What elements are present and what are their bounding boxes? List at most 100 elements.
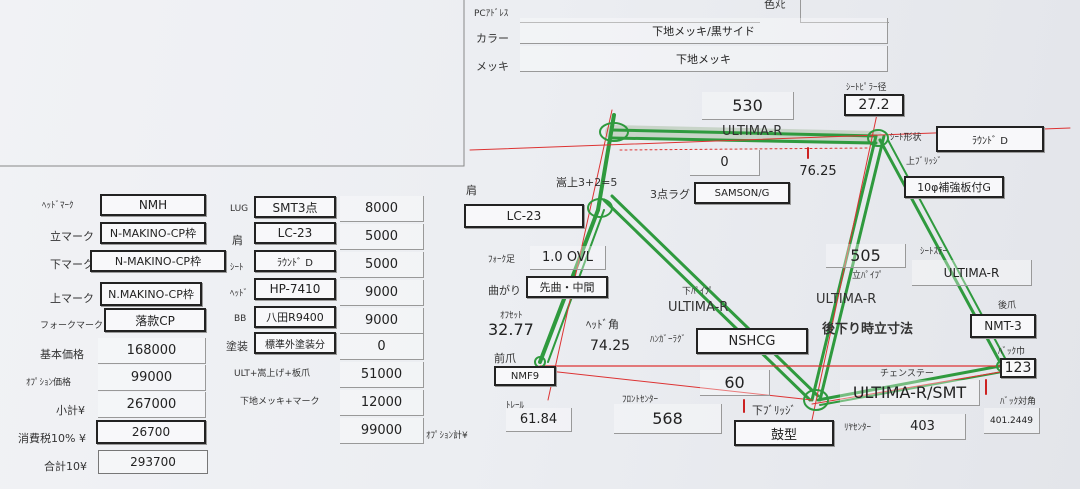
total-label: 小計¥ [56, 404, 85, 417]
part-label: 肩 [232, 234, 243, 247]
hanger-label: ﾊﾝｶﾞｰﾗｸﾞ [650, 335, 687, 345]
trail-value: 61.84 [506, 408, 572, 432]
shoulder-label: 肩 [466, 184, 477, 197]
mark-label: 上マーク [50, 292, 94, 305]
lug3-value[interactable]: SAMSON/G [694, 182, 790, 204]
part-price: 12000 [340, 390, 424, 416]
total-label: 合計10¥ [44, 460, 87, 473]
upper-bridge-value[interactable]: 10φ補強板付G [904, 176, 1004, 198]
mark-value[interactable]: N-MAKINO-CP枠 [100, 222, 206, 244]
option-total-label: ｵﾌﾟｼｮﾝ計¥ [426, 431, 468, 441]
fore-note: 後下り時立寸法 [822, 322, 914, 337]
color-label: カラー [476, 32, 509, 45]
bb-shell [803, 389, 829, 411]
seat-pillar-value[interactable]: 27.2 [844, 94, 904, 116]
mark-value[interactable]: N.MAKINO-CP枠 [100, 282, 202, 306]
head-lug [599, 122, 629, 142]
part-value[interactable]: 八田R9400 [254, 306, 336, 328]
part-value[interactable]: SMT3点 [254, 196, 336, 218]
top-zero-value: 0 [690, 150, 760, 176]
rear-drop-value[interactable]: NMT-3 [970, 314, 1036, 338]
bend-label: 曲がり [488, 284, 521, 297]
color-field[interactable]: 下地メッキ/黒サイド [520, 18, 888, 44]
rear-center-line [811, 371, 1001, 405]
bb-drop-value: 60 [700, 370, 770, 396]
part-label: ULT+嵩上げ+板爪 [234, 369, 310, 379]
seat-stay-value: ULTIMA-R [912, 260, 1032, 286]
fork-leg-value: 1.0 OVL [530, 246, 606, 270]
bend-value[interactable]: 先曲・中間 [526, 276, 608, 298]
chainstay-value: ULTIMA-R/SMT [840, 380, 980, 406]
down-tube-upper [610, 194, 820, 398]
part-price: 9000 [340, 280, 424, 306]
trail-label: ﾄﾚｰﾙ [506, 401, 525, 411]
part-value[interactable]: LC-23 [254, 222, 336, 244]
part-price: 9000 [340, 308, 424, 334]
head-angle-label: ﾍｯﾄﾞ角 [586, 318, 619, 331]
part-value[interactable]: 標準外塗装分 [254, 332, 336, 354]
mark-value[interactable]: N-MAKINO-CP枠 [90, 250, 226, 272]
part-value[interactable]: ﾗｳﾝﾄﾞ D [254, 250, 336, 272]
total-label: ｵﾌﾟｼｮﾝ価格 [26, 378, 72, 388]
down-tube-label: 下ﾊﾟｲﾌﾟ [682, 287, 714, 297]
seat-tube-label: 立ﾊﾟｲﾌﾟ [852, 271, 884, 281]
lower-bridge-label: 下ﾌﾞﾘｯｼﾞ [752, 404, 796, 417]
seat-shape-value[interactable]: ﾗｳﾝﾄﾞ D [936, 126, 1044, 152]
back-diag-value: 401.2449 [984, 408, 1040, 434]
back-width-label: ﾊﾞｯｸ巾 [998, 347, 1026, 357]
option-total-value: 99000 [340, 418, 424, 444]
hanger-value[interactable]: NSHCG [696, 328, 808, 354]
mark-label: フォークマーク [40, 321, 104, 331]
part-label: 下地メッキ+マーク [240, 397, 320, 407]
color-partial-field[interactable] [800, 0, 889, 23]
rear-center-label: ﾘﾔｾﾝﾀｰ [844, 423, 872, 433]
seat-lug [867, 129, 889, 147]
total-value: 168000 [98, 338, 206, 364]
head-tube [596, 113, 616, 212]
part-price: 8000 [340, 196, 424, 222]
top-tube-lower [610, 136, 878, 145]
upper-bridge-label: 上ﾌﾞﾘｯｼﾞ [906, 157, 943, 167]
seat-pillar-label: ｼｰﾄﾋﾟﾗｰ径 [846, 83, 887, 93]
top-tube-tubing: ULTIMA-R [722, 124, 783, 139]
lower-bridge-value[interactable]: 鼓型 [734, 420, 834, 446]
shoulder-value[interactable]: LC-23 [464, 204, 584, 228]
mark-label: 立マーク [50, 230, 94, 243]
front-drop-label: 前爪 [494, 352, 516, 365]
rear-drop-label: 後爪 [998, 301, 1017, 311]
part-label: BB [234, 314, 247, 324]
total-label: 基本価格 [40, 348, 84, 361]
mark-value[interactable]: NMH [100, 194, 206, 216]
offset-label: ｵﾌｾｯﾄ [500, 311, 523, 321]
plating-field[interactable]: 下地メッキ [520, 46, 888, 72]
down-tube-value: ULTIMA-R [668, 300, 729, 315]
mark-value[interactable]: 落款CP [104, 308, 206, 332]
pc-field[interactable] [520, 0, 760, 23]
part-label: LUG [230, 204, 249, 214]
crown-lug [587, 198, 613, 218]
seat-angle-value: 76.25 [799, 163, 837, 179]
part-value[interactable]: HP-7410 [254, 278, 336, 300]
hatch-line [619, 147, 871, 151]
part-price: 5000 [340, 224, 424, 250]
offset-value: 32.77 [488, 320, 534, 339]
front-center-label: ﾌﾛﾝﾄｾﾝﾀｰ [622, 395, 659, 405]
front-center-line [539, 369, 813, 401]
seat-tube-value: ULTIMA-R [816, 292, 877, 307]
raise-label: 嵩上3+2=5 [556, 176, 618, 189]
top-tube-length: 530 [702, 92, 794, 120]
seat-stay-label: ｼｰﾄｽﾃｰ [920, 247, 948, 257]
part-price: 51000 [340, 362, 424, 388]
mark-label: 下マーク [50, 258, 94, 271]
back-width-value[interactable]: 123 [1000, 358, 1036, 378]
rear-center-value: 403 [880, 414, 966, 440]
head-angle-value: 74.25 [590, 338, 631, 354]
fork-leg-label: ﾌｫｰｸ足 [488, 255, 516, 265]
panel-border [0, 0, 465, 167]
front-center-value: 568 [614, 404, 722, 434]
part-label: ﾍｯﾄﾞ [230, 289, 249, 299]
top-tube [610, 128, 878, 138]
total-value: 267000 [98, 392, 206, 418]
front-drop-value[interactable]: NMF9 [494, 366, 556, 386]
